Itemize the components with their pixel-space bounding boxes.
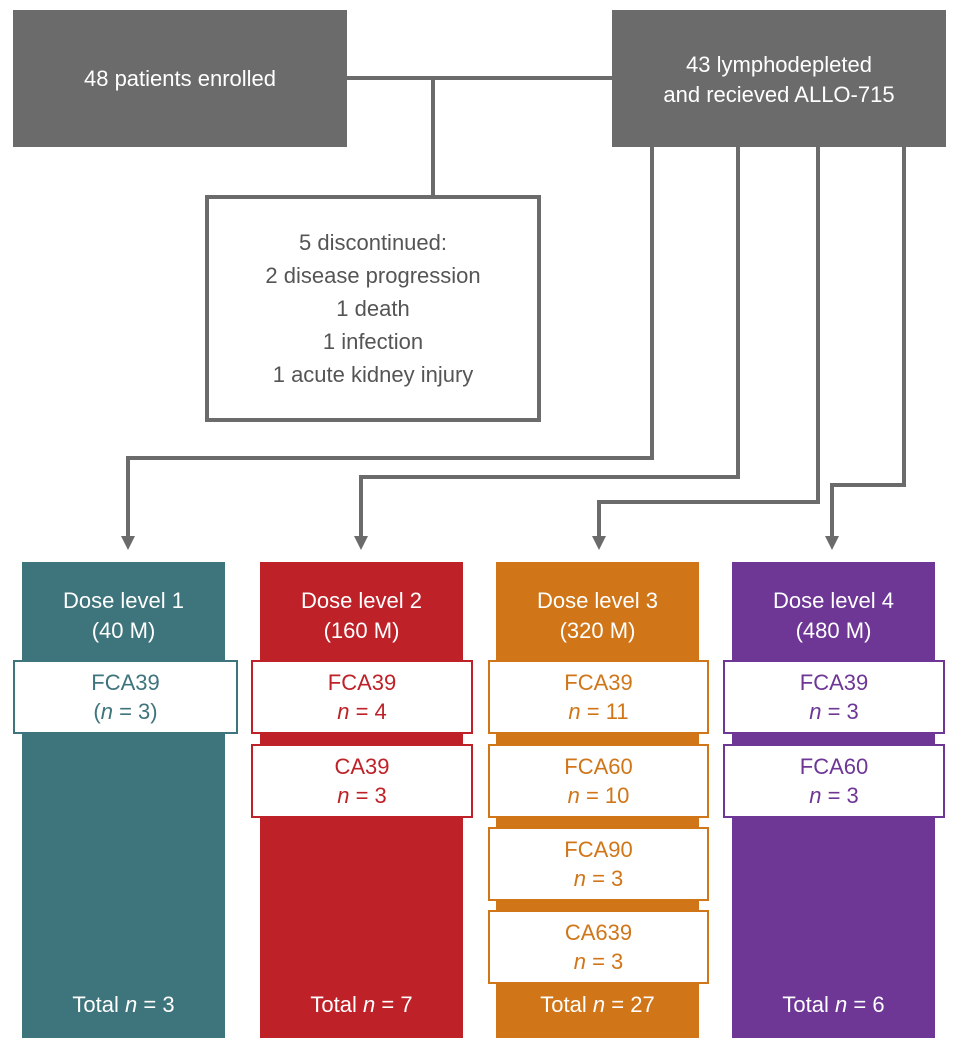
total-value: 6 — [872, 992, 885, 1017]
n-symbol: n — [809, 783, 822, 808]
discontinued-reason: 1 acute kidney injury — [272, 362, 474, 387]
regimen-box: CA39 n = 3 — [251, 744, 473, 818]
dose-level-total: Total n = 27 — [540, 992, 655, 1017]
n-symbol: n — [573, 866, 586, 891]
n-value: 3 — [611, 866, 624, 891]
n-symbol: n — [363, 992, 376, 1017]
n-value: 11 — [605, 699, 629, 724]
regimen-count: n = 3 — [573, 949, 624, 974]
total-prefix: Total — [540, 992, 593, 1017]
discontinued-reason: 1 death — [336, 296, 410, 321]
regimen-name: FCA39 — [91, 670, 160, 695]
discontinued-box: 5 discontinued: 2 disease progression 1 … — [205, 195, 541, 422]
arrowhead-dose-level-4 — [825, 536, 839, 550]
dose-level-total: Total n = 7 — [310, 992, 413, 1017]
enrolled-box: 48 patients enrolled — [13, 10, 347, 147]
n-symbol: n — [592, 992, 606, 1017]
n-value: 3 — [138, 699, 151, 724]
regimen-count: (n = 3) — [93, 699, 158, 724]
total-value: 3 — [162, 992, 175, 1017]
connector-to-dose-level-2 — [359, 147, 740, 540]
total-prefix: Total — [310, 992, 363, 1017]
discontinued-reason: 2 disease progression — [265, 263, 481, 288]
dose-level-header: Dose level 3 (320 M) — [496, 586, 699, 646]
regimen-name: FCA60 — [564, 754, 633, 779]
n-value: 3 — [846, 783, 859, 808]
total-prefix: Total — [782, 992, 835, 1017]
n-value: 3 — [611, 949, 624, 974]
lymphodepleted-box: 43 lymphodepleted and recieved ALLO-715 — [612, 10, 946, 147]
dose-level-header: Dose level 2 (160 M) — [260, 586, 463, 646]
arrowheads — [121, 536, 839, 550]
regimen-name: FCA60 — [799, 754, 869, 779]
regimen-box: FCA60 n = 3 — [723, 744, 945, 818]
regimen-box: FCA39 n = 3 — [723, 660, 945, 734]
n-symbol: n — [337, 783, 350, 808]
n-symbol: n — [567, 783, 580, 808]
regimen-name: FCA39 — [564, 670, 633, 695]
n-symbol: n — [337, 699, 350, 724]
regimen-name: FCA39 — [327, 670, 397, 695]
discontinued-title: 5 discontinued: — [299, 230, 447, 255]
dose-level-name: Dose level 4 — [772, 588, 895, 613]
n-symbol: n — [125, 992, 138, 1017]
dose-level-total: Total n = 6 — [782, 992, 885, 1017]
total-value: 27 — [630, 992, 655, 1017]
regimen-count: n = 3 — [573, 866, 624, 891]
total-value: 7 — [400, 992, 413, 1017]
dose-level-total: Total n = 3 — [72, 992, 175, 1017]
dose-level-dose: (320 M) — [559, 618, 636, 643]
lymphodepleted-line-2: and recieved ALLO-715 — [663, 82, 895, 107]
n-value: 3 — [846, 699, 859, 724]
n-symbol: n — [100, 699, 113, 724]
regimen-name: CA639 — [564, 920, 633, 945]
regimen-box: FCA39 n = 4 — [251, 660, 473, 734]
regimen-box: FCA39 (n = 3) — [13, 660, 238, 734]
regimen-name: FCA39 — [799, 670, 869, 695]
regimen-box: FCA39 n = 11 — [488, 660, 709, 734]
dose-level-dose: (40 M) — [91, 618, 156, 643]
regimen-count: n = 3 — [337, 783, 387, 808]
dose-level-name: Dose level 1 — [62, 588, 185, 613]
arrowhead-dose-level-3 — [592, 536, 606, 550]
n-symbol: n — [809, 699, 822, 724]
dose-level-dose: (480 M) — [795, 618, 872, 643]
dose-level-1-column: Dose level 1 (40 M) Total n = 3 — [22, 562, 225, 1038]
total-prefix: Total — [72, 992, 125, 1017]
enrolled-label: 48 patients enrolled — [83, 65, 277, 91]
n-symbol: n — [568, 699, 581, 724]
regimen-name: FCA90 — [564, 837, 633, 862]
connector-to-dose-level-4 — [830, 147, 906, 540]
n-value: 10 — [604, 783, 630, 808]
dose-level-header: Dose level 1 (40 M) — [22, 586, 225, 646]
n-value: 3 — [374, 783, 387, 808]
regimen-name: CA39 — [334, 754, 390, 779]
regimen-box: FCA60 n = 10 — [488, 744, 709, 818]
lymphodepleted-line-1: 43 lymphodepleted — [686, 52, 872, 77]
connector-to-dose-level-1 — [126, 147, 654, 540]
dose-level-name: Dose level 2 — [300, 588, 423, 613]
discontinued-reason: 1 infection — [322, 329, 424, 354]
regimen-count: n = 10 — [567, 783, 630, 808]
arrowhead-dose-level-1 — [121, 536, 135, 550]
regimen-count: n = 3 — [809, 699, 859, 724]
n-value: 4 — [374, 699, 387, 724]
connector-to-dose-level-3 — [597, 147, 820, 540]
n-symbol: n — [835, 992, 848, 1017]
dose-level-name: Dose level 3 — [536, 588, 659, 613]
n-symbol: n — [573, 949, 586, 974]
arrowhead-dose-level-2 — [354, 536, 368, 550]
regimen-box: FCA90 n = 3 — [488, 827, 709, 901]
regimen-count: n = 3 — [809, 783, 859, 808]
regimen-count: n = 4 — [337, 699, 387, 724]
regimen-box: CA639 n = 3 — [488, 910, 709, 984]
regimen-count: n = 11 — [568, 699, 629, 724]
dose-level-header: Dose level 4 (480 M) — [732, 586, 935, 646]
dose-level-dose: (160 M) — [323, 618, 400, 643]
